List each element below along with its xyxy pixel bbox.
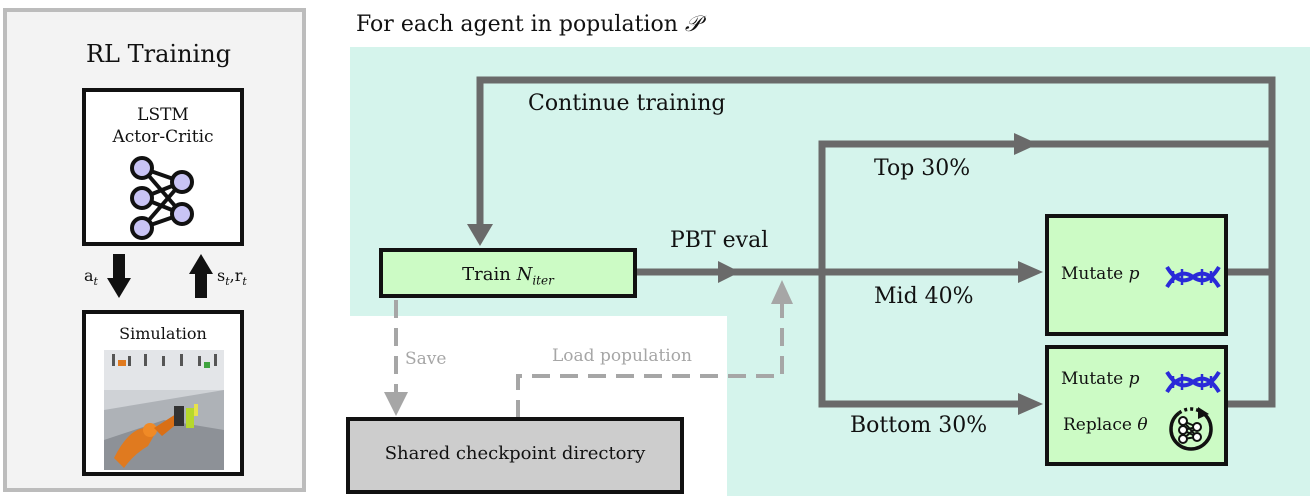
load-population-label: Load population (552, 346, 692, 366)
train-input-arrowhead (467, 224, 493, 246)
simulation-image (104, 350, 224, 470)
bottom-30-label: Bottom 30% (850, 413, 988, 438)
mid-arrowhead (1018, 261, 1043, 283)
population-title: For each agent in population 𝒫 (356, 12, 701, 37)
shared-checkpoint-directory-label: Shared checkpoint directory (384, 443, 646, 464)
replace-network-icon (1169, 407, 1213, 451)
load-arrowhead (771, 280, 793, 304)
train-n-iter-label: Train Niter (462, 264, 554, 288)
lstm-actor-critic-label: LSTM Actor-Critic (112, 105, 214, 147)
simulation-label: Simulation (119, 324, 207, 343)
bottom-return-line (1228, 272, 1276, 408)
top-30-label: Top 30% (874, 156, 971, 181)
rl-training-panel: RL Training LSTM Actor-Critic (3, 8, 306, 492)
lstm-actor-critic-box: LSTM Actor-Critic (82, 88, 244, 246)
shared-checkpoint-directory-box: Shared checkpoint directory (346, 417, 684, 494)
mutate-mid-box: Mutate p (1045, 214, 1228, 336)
continue-training-loop (476, 76, 1276, 276)
dna-icon (1165, 265, 1221, 289)
save-arrowhead (384, 392, 408, 416)
train-n-iter-box: Train Niter (379, 248, 637, 298)
bottom-arrowhead (1018, 393, 1043, 415)
save-label: Save (405, 349, 447, 369)
mutate-label: Mutate p (1061, 264, 1140, 284)
load-dashed-line (516, 302, 784, 418)
top-branch-line (818, 140, 1272, 272)
mutate-label: Mutate p (1061, 369, 1140, 389)
action-down-arrow (107, 254, 131, 298)
top-arrowhead (1014, 133, 1038, 155)
mid-40-label: Mid 40% (874, 284, 974, 309)
mutate-replace-box: Mutate p Replace θ (1045, 345, 1228, 466)
bottom-branch-line (818, 272, 1020, 408)
replace-theta-label: Replace θ (1063, 415, 1148, 435)
rl-training-title: RL Training (85, 40, 232, 68)
action-label: at (84, 266, 98, 289)
continue-training-label: Continue training (528, 91, 726, 116)
neural-network-icon (130, 156, 194, 240)
pbt-eval-arrowhead (718, 261, 740, 283)
dna-icon (1165, 370, 1221, 394)
observation-reward-label: st,rt (217, 266, 247, 289)
pbt-eval-label: PBT eval (670, 228, 769, 253)
simulation-box: Simulation (82, 310, 244, 476)
observation-up-arrow (189, 254, 213, 298)
